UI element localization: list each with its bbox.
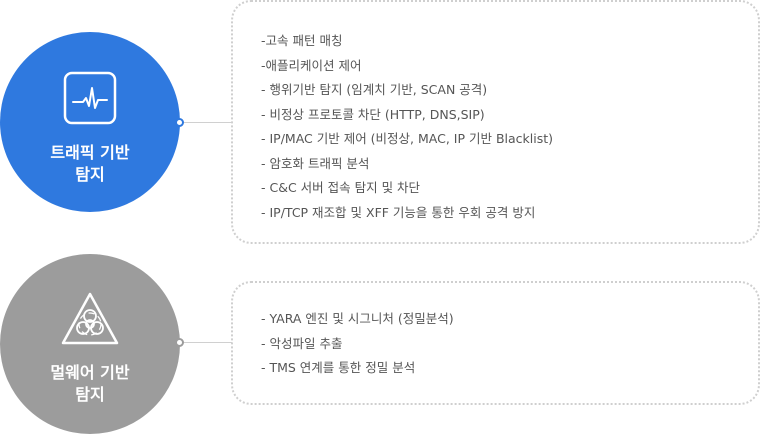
malware-detection-title-line1: 멀웨어 기반 bbox=[50, 363, 130, 382]
list-item: -고속 패턴 매칭 bbox=[261, 33, 343, 48]
traffic-connector-line bbox=[180, 122, 232, 123]
heartbeat-monitor-icon bbox=[63, 71, 117, 125]
traffic-detection-features-box: -고속 패턴 매칭 -애플리케이션 제어 - 행위기반 탐지 (임계치 기반, … bbox=[231, 0, 760, 244]
list-item: -애플리케이션 제어 bbox=[261, 57, 362, 73]
list-item: - 악성파일 추출 bbox=[261, 335, 343, 351]
traffic-detection-title-line2: 탐지 bbox=[75, 165, 105, 184]
malware-detection-circle: 멀웨어 기반 탐지 bbox=[0, 254, 180, 434]
malware-connector-line bbox=[180, 342, 232, 343]
malware-detection-title-line2: 탐지 bbox=[75, 385, 105, 404]
list-item: - 행위기반 탐지 (임계치 기반, SCAN 공격) bbox=[261, 82, 488, 97]
list-item: - 암호화 트래픽 분석 bbox=[261, 155, 370, 171]
list-item: - YARA 엔진 및 시그니처 (정밀분석) bbox=[261, 311, 454, 326]
malware-detection-title: 멀웨어 기반 탐지 bbox=[50, 362, 129, 406]
malware-connector-dot bbox=[175, 338, 184, 347]
list-item: - C&C 서버 접속 탐지 및 차단 bbox=[261, 180, 421, 195]
biohazard-warning-icon bbox=[61, 292, 119, 345]
list-item: - 비정상 프로토콜 차단 (HTTP, DNS,SIP) bbox=[261, 106, 485, 122]
list-item: - IP/TCP 재조합 및 XFF 기능을 통한 우회 공격 방지 bbox=[261, 204, 536, 220]
traffic-detection-title-line1: 트래픽 기반 bbox=[50, 143, 130, 162]
list-item: - TMS 연계를 통한 정밀 분석 bbox=[261, 360, 416, 375]
traffic-detection-circle: 트래픽 기반 탐지 bbox=[0, 32, 180, 212]
traffic-feature-list: -고속 패턴 매칭 -애플리케이션 제어 - 행위기반 탐지 (임계치 기반, … bbox=[233, 2, 758, 225]
list-item: - IP/MAC 기반 제어 (비정상, MAC, IP 기반 Blacklis… bbox=[261, 131, 554, 146]
malware-detection-features-box: - YARA 엔진 및 시그니처 (정밀분석) - 악성파일 추출 - TMS … bbox=[231, 281, 760, 405]
traffic-detection-title: 트래픽 기반 탐지 bbox=[50, 142, 129, 186]
traffic-connector-dot bbox=[175, 118, 184, 127]
malware-feature-list: - YARA 엔진 및 시그니처 (정밀분석) - 악성파일 추출 - TMS … bbox=[233, 283, 758, 381]
